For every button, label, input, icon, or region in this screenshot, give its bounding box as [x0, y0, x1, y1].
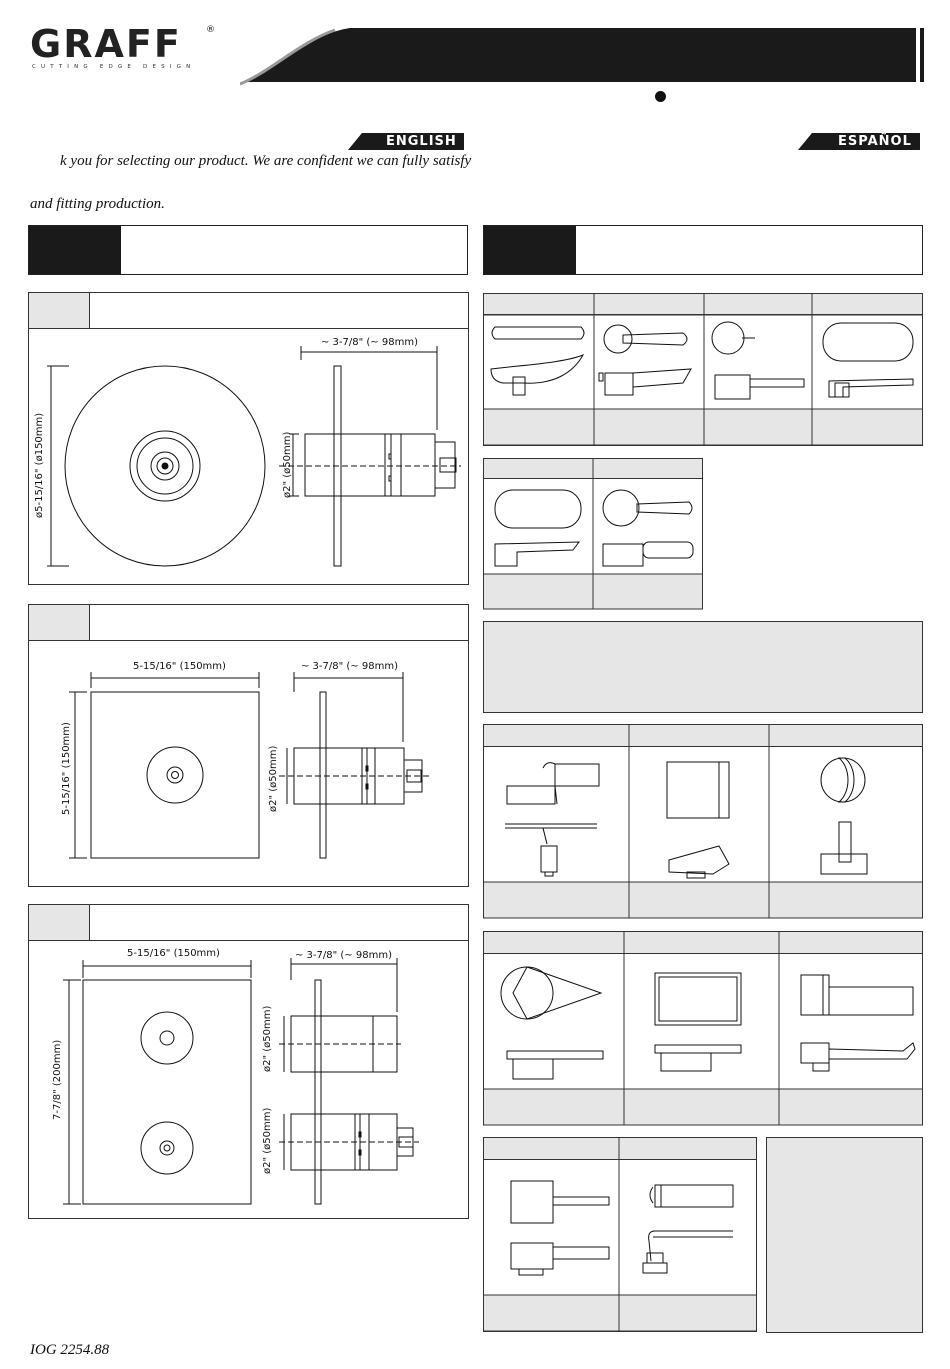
english-tab	[348, 133, 464, 150]
handle-table-4	[483, 931, 923, 1126]
right-section-header	[483, 225, 923, 275]
handle-table-3	[483, 724, 923, 919]
brand-logo: GRAFF	[30, 22, 182, 66]
header-band	[240, 28, 924, 86]
handle-table-1-grid	[483, 293, 923, 446]
spanish-label: ESPAÑOL	[838, 134, 912, 149]
handle-table-5	[483, 1137, 757, 1332]
rect-body-bottom-label: ø2" (ø50mm)	[262, 1107, 273, 1174]
rect-depth-label: ~ 3-7/8" (~ 98mm)	[295, 950, 392, 961]
rect-width-label: 5-15/16" (150mm)	[127, 948, 220, 959]
square-body-label: ø2" (ø50mm)	[268, 745, 279, 812]
note-box	[483, 621, 923, 713]
round-diameter-label: ø5-15/16" (ø150mm)	[34, 412, 45, 518]
bullet-dot	[655, 91, 666, 102]
round-trim-drawing	[47, 346, 461, 567]
rect-trim-drawing	[63, 958, 419, 1205]
brand-tagline: CUTTING EDGE DESIGN	[32, 64, 196, 70]
intro-line-2: and fitting production.	[30, 196, 165, 212]
document-code: IOG 2254.88	[30, 1342, 110, 1358]
side-note-panel	[766, 1137, 923, 1333]
left-section-header	[28, 225, 468, 275]
square-width-label: 5-15/16" (150mm)	[133, 661, 226, 672]
rect-body-top-label: ø2" (ø50mm)	[262, 1005, 273, 1072]
intro-line-1: k you for selecting our product. We are …	[60, 153, 472, 169]
handle-table-2	[483, 458, 703, 610]
square-depth-label: ~ 3-7/8" (~ 98mm)	[301, 661, 398, 672]
round-body-label: ø2" (ø50mm)	[282, 431, 293, 498]
square-trim-drawing	[69, 672, 429, 859]
registered-mark: ®	[206, 25, 215, 35]
square-height-label: 5-15/16" (150mm)	[61, 722, 72, 815]
rect-height-label: 7-7/8" (200mm)	[52, 1039, 63, 1120]
english-label: ENGLISH	[386, 134, 457, 149]
round-depth-label: ~ 3-7/8" (~ 98mm)	[321, 337, 418, 348]
round-trim-panel	[28, 292, 469, 585]
spanish-tab	[798, 133, 920, 150]
square-trim-panel	[28, 604, 469, 887]
rect-trim-panel	[28, 904, 469, 1219]
